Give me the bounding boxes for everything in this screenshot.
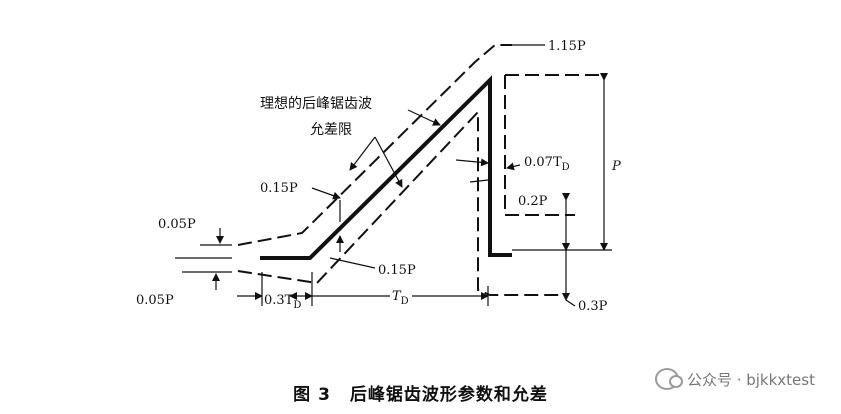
label-0-15p-bottom: 0.15P — [378, 263, 416, 278]
label-tolerance-limits: 允差限 — [310, 122, 352, 138]
label-p: P — [611, 159, 621, 174]
label-ideal-sawtooth: 理想的后峰锯齿波 — [260, 96, 372, 112]
watermark: 公众号 · bjkkxtest — [654, 366, 815, 392]
label-0-3p: 0.3P — [578, 299, 608, 314]
label-0-05p-top: 0.05P — [158, 217, 196, 232]
ideal-waveform — [260, 75, 512, 260]
figure-title: 后峰锯齿波形参数和允差 — [349, 385, 548, 405]
label-0-2p: 0.2P — [518, 194, 548, 209]
label-0-07td: 0.07TD — [524, 155, 570, 173]
label-td: TD — [392, 289, 409, 307]
label-1-15p: 1.15P — [548, 39, 586, 54]
tolerance-limits — [237, 44, 602, 296]
dimension-lines — [175, 44, 612, 307]
label-0-05p-bottom: 0.05P — [136, 293, 174, 308]
wechat-icon — [654, 368, 683, 390]
figure-caption: 图 3 后峰锯齿波形参数和允差 — [0, 380, 841, 405]
label-0-15p-top: 0.15P — [260, 181, 298, 196]
label-0-3td: 0.3TD — [264, 293, 301, 311]
figure-number: 图 3 — [293, 385, 331, 405]
watermark-text: 公众号 · bjkkxtest — [686, 370, 815, 389]
